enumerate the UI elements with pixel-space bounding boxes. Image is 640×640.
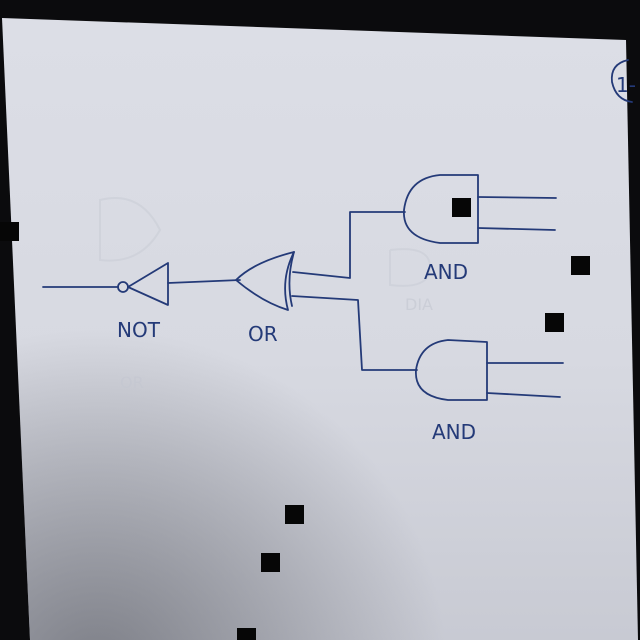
and-gate-top: AND (403, 174, 557, 284)
svg-text:DIA: DIA (405, 295, 433, 314)
redaction-square (237, 628, 256, 640)
redaction-squares (0, 198, 590, 640)
corner-page-mark: 1- (610, 59, 636, 103)
and-gate-top-output-2 (477, 227, 556, 231)
show-through-marks: OR DIA (99, 197, 433, 392)
redaction-square (261, 553, 280, 572)
corner-mark-text: 1- (616, 73, 636, 97)
svg-text:OR: OR (120, 373, 144, 392)
wire-or-to-bottom-and (291, 295, 418, 371)
wire-or-to-top-and (292, 211, 406, 279)
redaction-square (452, 198, 471, 217)
paper-sheet (2, 18, 638, 640)
and-gate-bottom-output-2 (486, 392, 561, 398)
and-gate-top-output-1 (477, 196, 557, 199)
and-gate-bottom-symbol (415, 339, 488, 401)
redaction-square (571, 256, 590, 275)
and-gate-top-symbol (403, 174, 479, 244)
or-gate-back-curve (288, 251, 295, 307)
wire-not-to-or (167, 279, 241, 284)
or-gate-label: OR (248, 322, 278, 346)
redaction-square (545, 313, 564, 332)
and-gate-bottom: AND (415, 339, 564, 444)
or-gate-symbol (235, 251, 295, 311)
or-gate: OR (235, 251, 295, 346)
and-gate-top-label: AND (424, 260, 468, 284)
redaction-square (0, 222, 19, 241)
not-gate: NOT (42, 262, 169, 342)
redaction-square (285, 505, 304, 524)
and-gate-bottom-label: AND (432, 420, 476, 444)
not-gate-symbol (127, 262, 169, 306)
not-gate-label: NOT (117, 318, 161, 342)
